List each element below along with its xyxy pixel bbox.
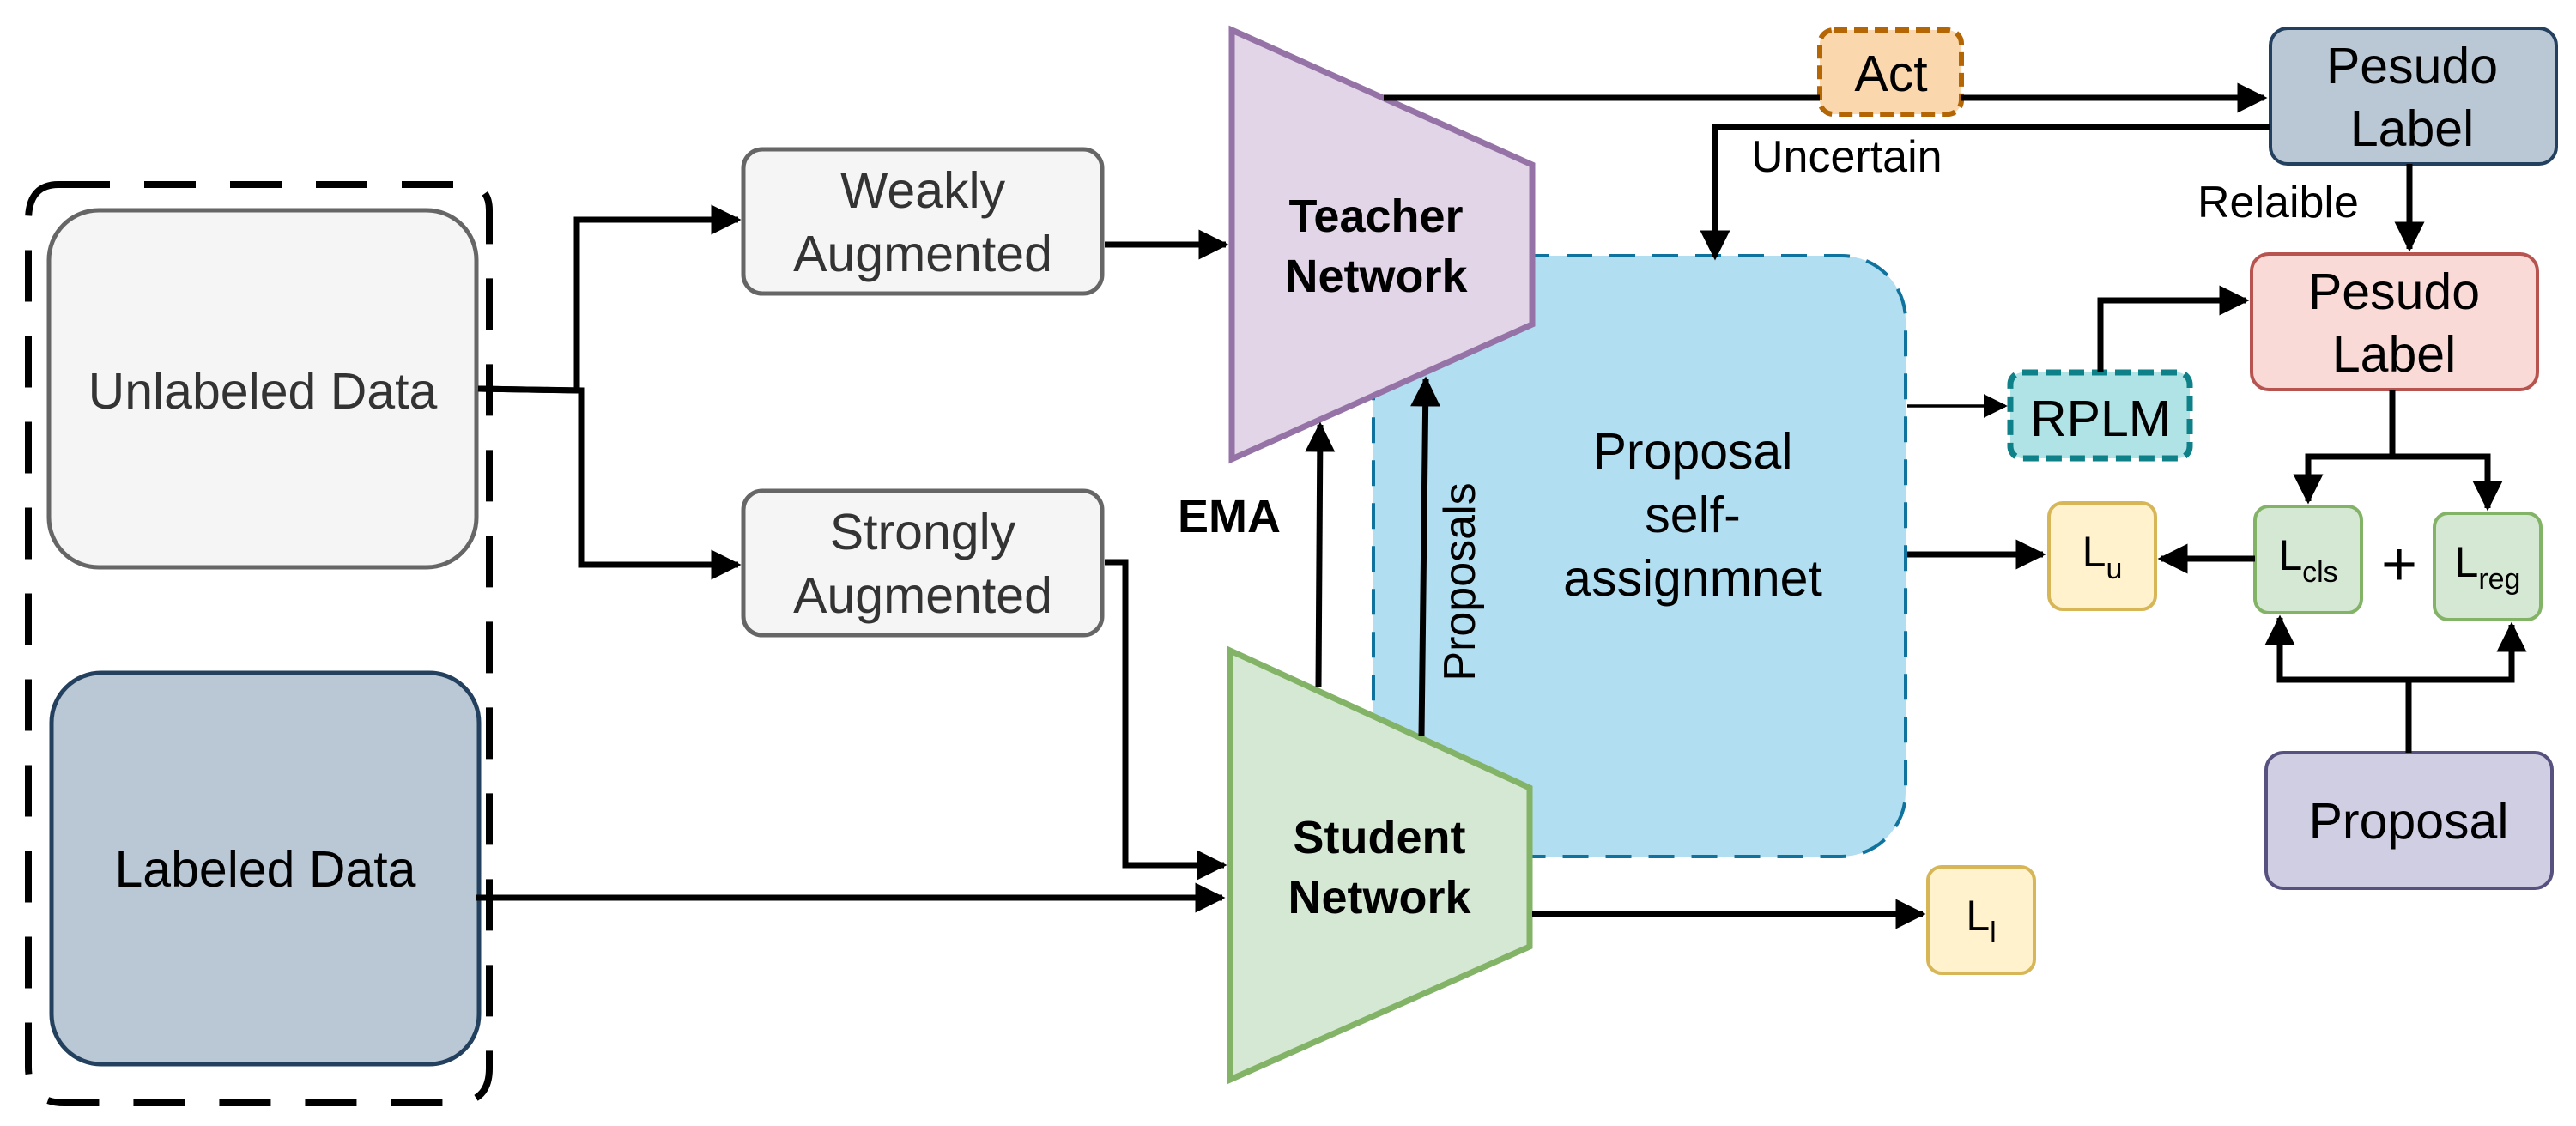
teacher-network-line1: Teacher: [1288, 191, 1463, 242]
loss-cls-main: L: [2278, 531, 2302, 579]
loss-unsupervised-label: Lu: [2082, 528, 2123, 585]
loss-supervised-box: [1926, 865, 2036, 975]
unlabeled-data-box: [46, 208, 479, 570]
arrow-unlabeled-to-strong: [477, 385, 742, 580]
weakly-augmented-line1: Weakly: [840, 162, 1006, 219]
student-network-line2: Network: [1288, 872, 1471, 923]
loss-supervised-sub: l: [1990, 917, 1997, 949]
arrow-proposal-to-lreg: [2409, 621, 2527, 683]
arrow-ema: [1305, 421, 1336, 687]
student-network-shape: [1227, 645, 1533, 1085]
proposal-region-line2: self-: [1645, 487, 1740, 543]
act-label: Act: [1854, 45, 1927, 102]
proposal-label: Proposal: [2309, 793, 2509, 850]
act-box: [1817, 27, 1964, 117]
uncertain-label: Uncertain: [1751, 132, 1943, 182]
arrow-proposals: [1410, 376, 1441, 737]
weakly-augmented-line2: Augmented: [793, 226, 1052, 282]
data-group-border: [25, 181, 493, 1106]
loss-unsupervised-main: L: [2082, 528, 2106, 576]
labeled-data-label: Labeled Data: [114, 841, 415, 898]
weakly-augmented-box: [741, 147, 1105, 296]
loss-cls-label: Lcls: [2278, 531, 2337, 589]
loss-cls-sub: cls: [2302, 556, 2338, 589]
loss-reg-main: L: [2455, 538, 2479, 586]
rplm-label: RPLM: [2030, 390, 2171, 447]
teacher-network-shape: [1228, 25, 1536, 464]
loss-unsupervised-box: [2047, 501, 2157, 611]
arrow-proposal-to-lcls: [2264, 614, 2412, 753]
unlabeled-data-label: Unlabeled Data: [88, 363, 438, 420]
proposal-region-line3: assignmnet: [1563, 550, 1822, 607]
arrow-pseudo-to-lcls: [2293, 390, 2396, 505]
loss-reg-box: [2433, 512, 2543, 621]
proposal-region-line1: Proposal: [1593, 423, 1793, 480]
loss-supervised-label: Ll: [1966, 892, 1996, 949]
strongly-augmented-line1: Strongly: [830, 504, 1016, 560]
teacher-network-line2: Network: [1284, 251, 1468, 302]
loss-unsupervised-sub: u: [2106, 553, 2122, 585]
loss-supervised-main: L: [1966, 892, 1990, 940]
strongly-augmented-line2: Augmented: [793, 567, 1052, 624]
arrow-pseudo-to-lreg: [2392, 453, 2503, 512]
loss-reg-label: Lreg: [2455, 538, 2521, 596]
arrow-unlabeled-to-weak: [477, 204, 742, 394]
pseudo-label-top-line2: Label: [2350, 100, 2474, 157]
loss-reg-sub: reg: [2478, 563, 2520, 596]
pseudo-label-top-line1: Pesudo: [2326, 38, 2498, 94]
proposals-arrow-label: Proposals: [1435, 482, 1485, 681]
pseudo-label-reliable-line1: Pesudo: [2308, 263, 2480, 320]
reliable-label: Relaible: [2197, 178, 2359, 227]
ema-label: EMA: [1178, 491, 1281, 542]
arrow-strong-to-student: [1105, 559, 1227, 881]
pseudo-label-top-box: [2269, 27, 2558, 166]
pseudo-label-reliable-line2: Label: [2332, 326, 2456, 383]
proposal-self-assignment-region: [1372, 254, 1907, 858]
labeled-data-box: [49, 670, 482, 1067]
strongly-augmented-box: [741, 488, 1105, 638]
plus-sign: +: [2381, 530, 2417, 599]
arrow-rplm-to-pseudo: [2097, 285, 2250, 372]
arrow-uncertain: [1700, 124, 2270, 261]
student-network-line1: Student: [1294, 812, 1466, 863]
